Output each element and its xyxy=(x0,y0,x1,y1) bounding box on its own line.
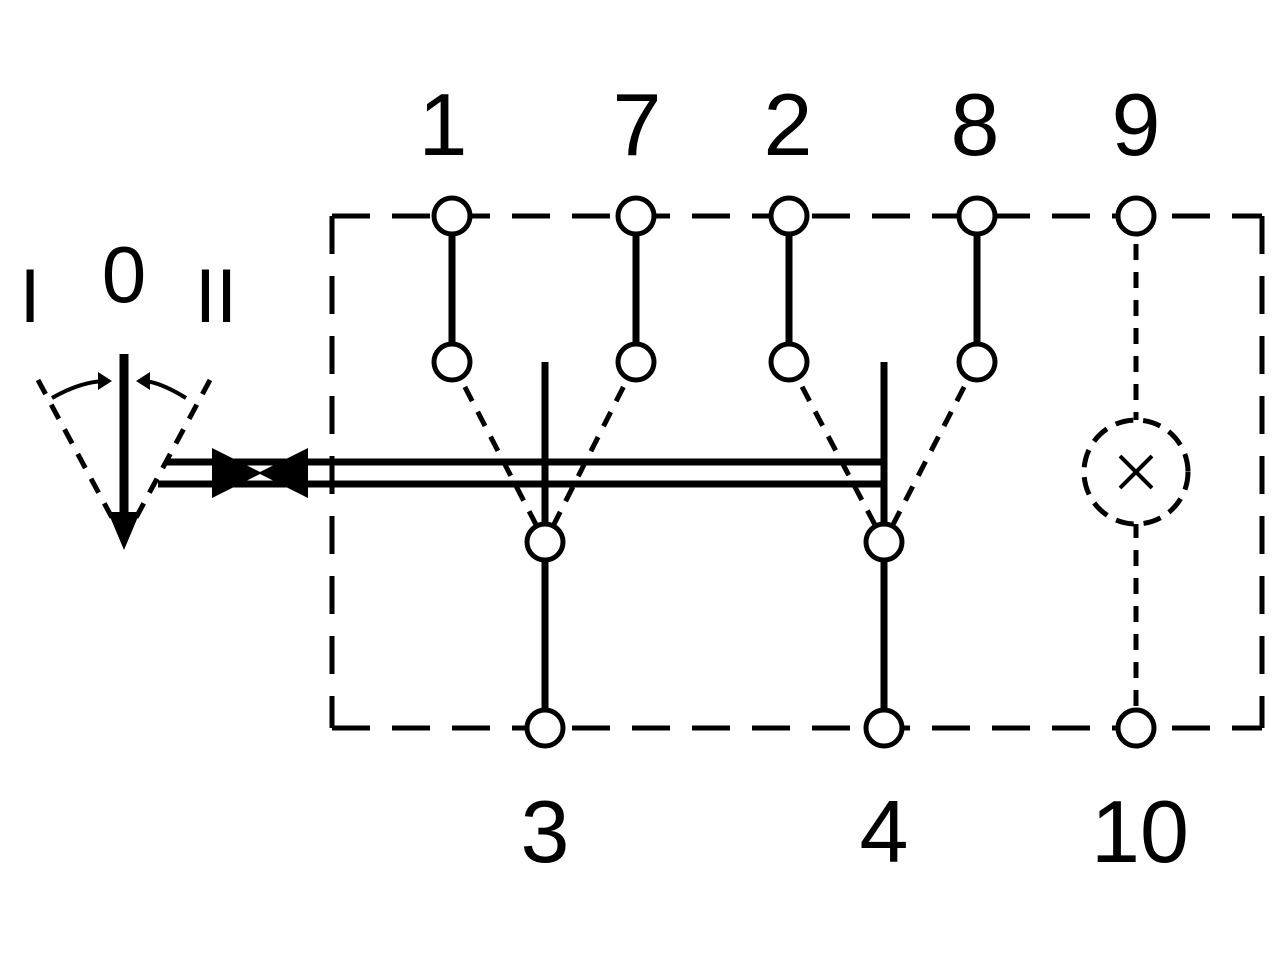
common-contacts xyxy=(541,362,888,728)
moving-contact-2 xyxy=(768,341,810,383)
terminal-label-1: 1 xyxy=(419,75,468,174)
terminal-9 xyxy=(1115,195,1157,237)
terminal-4 xyxy=(863,707,905,749)
terminals xyxy=(431,195,1157,749)
terminal-label-10: 10 xyxy=(1091,782,1189,881)
terminal-label-9: 9 xyxy=(1112,75,1161,174)
terminal-8 xyxy=(956,195,998,237)
common-contact-4 xyxy=(863,521,905,563)
switching-paths xyxy=(449,360,980,544)
terminal-label-4: 4 xyxy=(860,782,909,881)
terminal-label-7: 7 xyxy=(613,75,662,174)
terminal-2 xyxy=(768,195,810,237)
lamp-icon xyxy=(1081,417,1191,527)
terminal-10 xyxy=(1115,707,1157,749)
bowtie-actuator-icon xyxy=(212,448,308,498)
moving-contact-1 xyxy=(431,341,473,383)
terminal-7 xyxy=(615,195,657,237)
terminal-label-8: 8 xyxy=(951,75,1000,174)
position-label-center: 0 xyxy=(102,230,147,319)
terminal-1 xyxy=(431,195,473,237)
contact-arms xyxy=(448,216,981,362)
terminal-label-3: 3 xyxy=(521,782,570,881)
common-contact-3 xyxy=(524,521,566,563)
switch-housing xyxy=(329,213,1265,731)
position-indicator: I 0 II xyxy=(19,230,237,542)
lever-arrow-icon xyxy=(108,354,140,550)
moving-contact-7 xyxy=(615,341,657,383)
terminal-label-2: 2 xyxy=(764,75,813,174)
moving-contact-8 xyxy=(956,341,998,383)
position-label-right: II xyxy=(195,254,237,339)
terminal-3 xyxy=(524,707,566,749)
position-label-left: I xyxy=(19,254,40,339)
